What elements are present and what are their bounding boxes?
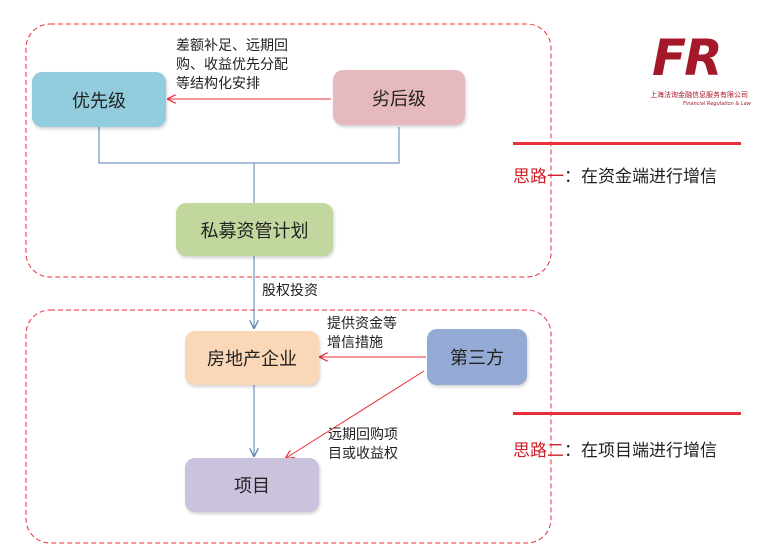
- structured-arrangement-label: 差额补足、远期回 购、收益优先分配 等结构化安排: [176, 38, 288, 92]
- idea-one-prefix: 思路一: [513, 167, 564, 187]
- funding-side-frame: [25, 23, 552, 278]
- fr-logo: FR: [652, 29, 723, 87]
- logo-company-cn: 上海法询金融信息服务有限公司: [650, 91, 748, 99]
- idea-two-text: ：在项目端进行增信: [564, 441, 717, 461]
- idea-two-rule: [513, 412, 741, 415]
- logo-company-en: Financial Regulation & Law: [683, 101, 751, 107]
- idea-one: 思路一：在资金端进行增信: [513, 162, 717, 187]
- credit-enhancement-label: 提供资金等 增信措施: [327, 316, 397, 351]
- developer-box: 房地产企业: [185, 331, 319, 385]
- third-party-box: 第三方: [427, 329, 527, 385]
- idea-one-rule: [513, 142, 741, 145]
- priority-box: 优先级: [32, 72, 166, 127]
- third-party-to-project-arrow: [286, 370, 425, 458]
- idea-one-text: ：在资金端进行增信: [564, 167, 717, 187]
- idea-two: 思路二：在项目端进行增信: [513, 436, 717, 461]
- project-box: 项目: [185, 458, 319, 512]
- subordinate-box: 劣后级: [333, 70, 465, 125]
- repurchase-label: 远期回购项 目或收益权: [328, 427, 398, 462]
- private-plan-box: 私募资管计划: [176, 203, 333, 256]
- equity-investment-label: 股权投资: [262, 283, 318, 299]
- priority-connector: [98, 127, 400, 164]
- idea-two-prefix: 思路二: [513, 441, 564, 461]
